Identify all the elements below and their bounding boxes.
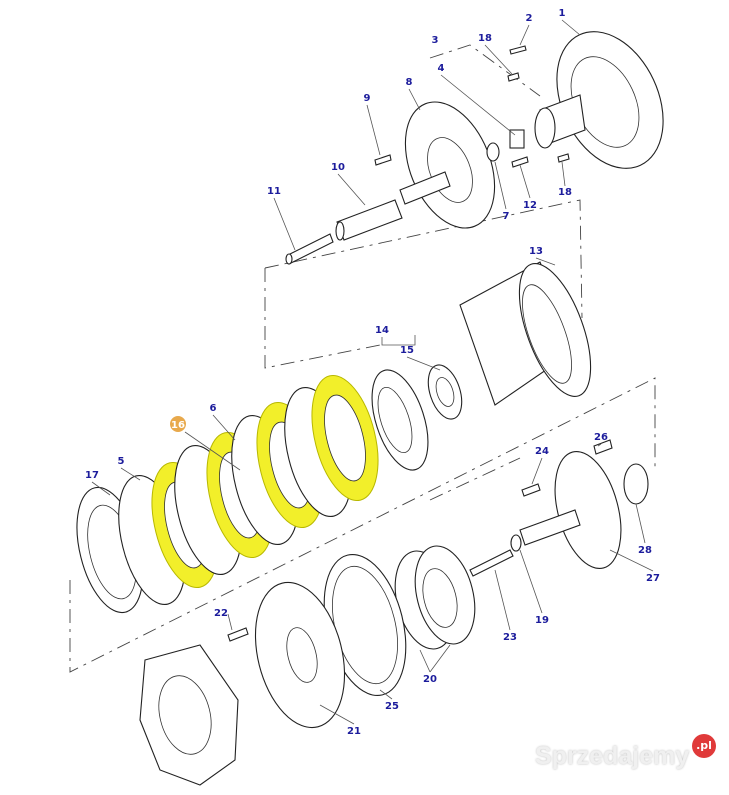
part-label-28: 28 <box>638 545 652 556</box>
part-11-shaft <box>285 233 334 265</box>
assembly-axis-top <box>429 44 541 97</box>
part-24-bolt <box>521 483 541 497</box>
part-label-26: 26 <box>594 432 608 443</box>
part-label-23: 23 <box>503 632 517 643</box>
gear-housing <box>139 644 239 786</box>
highlight-badge <box>170 416 186 432</box>
part-label-16: 16 <box>171 420 185 431</box>
part-label-12: 12 <box>523 200 537 211</box>
part-13-drum <box>459 261 592 406</box>
part-label-22: 22 <box>214 608 228 619</box>
part-label-20: 20 <box>423 674 437 685</box>
part-label-3: 3 <box>432 35 439 46</box>
part-label-19: 19 <box>535 615 549 626</box>
part-label-25: 25 <box>385 701 399 712</box>
part-23-shaft <box>469 549 514 577</box>
part-label-11: 11 <box>267 186 281 197</box>
watermark-badge: .pl <box>692 734 716 758</box>
part-18-pin <box>507 72 520 82</box>
part-18-pin-b <box>557 153 570 163</box>
part-1-housing <box>534 31 664 169</box>
part-label-15: 15 <box>400 345 414 356</box>
part-label-7: 7 <box>503 211 510 222</box>
part-label-24: 24 <box>535 446 549 457</box>
part-14-hub <box>371 369 429 471</box>
part-label-18: 18 <box>478 33 492 44</box>
part-label-14: 14 <box>375 325 389 336</box>
part-label-13: 13 <box>529 246 543 257</box>
part-10-shaft <box>335 199 403 241</box>
part-label-8: 8 <box>406 77 413 88</box>
part-15-bearing <box>427 364 463 420</box>
part-8-cover <box>399 101 496 229</box>
part-9-bolt <box>374 154 392 166</box>
part-28-bearing <box>623 463 649 505</box>
part-label-9: 9 <box>364 93 371 104</box>
part-27-carrier <box>519 450 622 570</box>
part-22-bolt <box>227 627 249 642</box>
part-label-4: 4 <box>438 63 445 74</box>
part-label-1: 1 <box>559 8 566 19</box>
assembly-axis-upper <box>264 199 583 369</box>
part-21-flange <box>254 581 346 729</box>
part-7-seal <box>486 142 500 162</box>
part-20-plates <box>394 545 476 650</box>
clutch-pack <box>76 374 379 614</box>
leader-lines <box>91 19 654 725</box>
part-4-bearing <box>509 129 525 149</box>
watermark-logo: Sprzedajemy <box>535 742 690 770</box>
part-label-17: 17 <box>85 470 99 481</box>
part-label-10: 10 <box>331 162 345 173</box>
part-label-2: 2 <box>526 13 533 24</box>
part-label-27: 27 <box>646 573 660 584</box>
part-label-6: 6 <box>210 403 217 414</box>
part-label-21: 21 <box>347 726 361 737</box>
assembly-axis-lower <box>69 377 656 673</box>
part-label-18: 18 <box>558 187 572 198</box>
part-2-bolt <box>509 45 527 55</box>
part-19-seal <box>510 534 522 552</box>
part-12-bolt <box>511 156 529 168</box>
part-label-5: 5 <box>118 456 125 467</box>
part-26-pin <box>593 439 613 455</box>
